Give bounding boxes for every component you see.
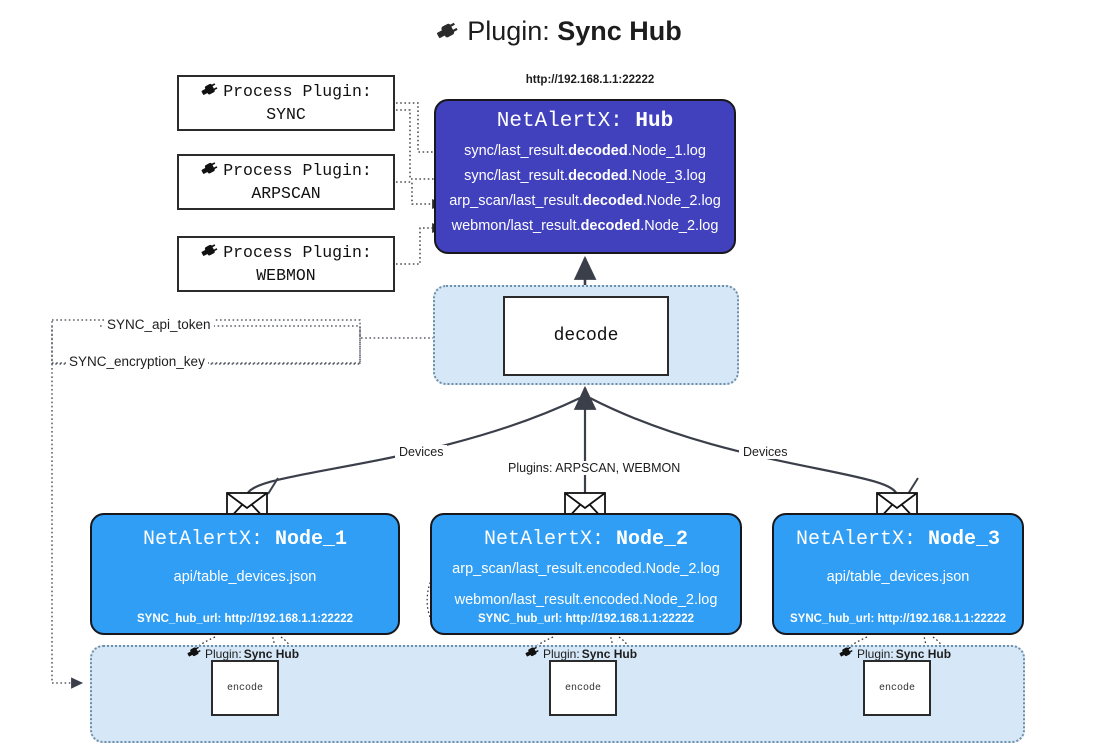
- plug-icon: [186, 645, 203, 662]
- plug-icon: [200, 160, 220, 184]
- node-3-line-1: api/table_devices.json: [826, 569, 970, 585]
- devices-label-left: Devices: [395, 445, 448, 459]
- node-2-line-1: arp_scan/last_result.encoded.Node_2.log: [452, 561, 720, 577]
- node-1-line-1: api/table_devices.json: [173, 569, 317, 585]
- encode-box-2[interactable]: encode: [549, 660, 617, 716]
- process-plugin-name: SYNC: [266, 104, 306, 124]
- process-plugin-label: Process Plugin:: [223, 161, 372, 181]
- encode-caption-1: Plugin: Sync Hub: [186, 645, 299, 662]
- node-3-title: NetAlertX: Node_3: [795, 528, 1001, 551]
- devices-label-right: Devices: [739, 445, 792, 459]
- plug-icon: [200, 81, 220, 105]
- node-2-footer: SYNC_hub_url: http://192.168.1.1:22222: [477, 613, 695, 625]
- node-2-line-2: webmon/last_result.encoded.Node_2.log: [454, 592, 718, 609]
- node-3-footer: SYNC_hub_url: http://192.168.1.1:22222: [789, 613, 1007, 625]
- hub-title-prefix: NetAlertX:: [496, 110, 623, 133]
- node-1-footer: SYNC_hub_url: http://192.168.1.1:22222: [136, 613, 354, 625]
- process-plugin-label: Process Plugin:: [223, 243, 372, 263]
- hub-title: NetAlertX: Hub: [436, 110, 734, 133]
- hub-log-1: sync/last_result.decoded.Node_1.log: [464, 143, 706, 159]
- node-2-title: NetAlertX: Node_2: [483, 528, 689, 551]
- hub-title-name: Hub: [635, 110, 674, 133]
- process-plugin-name: WEBMON: [256, 265, 316, 285]
- encode-box-3[interactable]: encode: [863, 660, 931, 716]
- hub-log-3: arp_scan/last_result.decoded.Node_2.log: [449, 192, 721, 209]
- title-name: Sync Hub: [557, 16, 682, 46]
- encode-caption-3: Plugin: Sync Hub: [838, 645, 951, 662]
- encode-caption-2: Plugin: Sync Hub: [524, 645, 637, 662]
- node-1-title: NetAlertX: Node_1: [142, 528, 348, 551]
- hub-log-2: sync/last_result.decoded.Node_3.log: [464, 167, 706, 184]
- hub-node[interactable]: NetAlertX: Hub sync/last_result.decoded.…: [434, 99, 736, 254]
- node-1[interactable]: NetAlertX: Node_1 api/table_devices.json…: [90, 513, 400, 635]
- plug-icon: [435, 18, 461, 49]
- process-plugin-sync[interactable]: Process Plugin: SYNC: [177, 75, 395, 131]
- plug-icon: [200, 242, 220, 266]
- hub-url-label: http://192.168.1.1:22222: [525, 74, 655, 86]
- node-3[interactable]: NetAlertX: Node_3 api/table_devices.json…: [772, 513, 1024, 635]
- page-title: Plugin: Sync Hub: [0, 16, 1117, 49]
- encode-box-1[interactable]: encode: [211, 660, 279, 716]
- plugins-label-center: Plugins: ARPSCAN, WEBMON: [504, 461, 685, 475]
- process-plugin-label: Process Plugin:: [223, 82, 372, 102]
- plug-icon: [524, 645, 541, 662]
- sync-api-token-label: SYNC_api_token: [104, 317, 214, 332]
- title-prefix: Plugin:: [467, 16, 550, 46]
- decode-box[interactable]: decode: [503, 296, 669, 376]
- plug-icon: [838, 645, 855, 662]
- process-plugin-arpscan[interactable]: Process Plugin: ARPSCAN: [177, 154, 395, 210]
- process-plugin-webmon[interactable]: Process Plugin: WEBMON: [177, 236, 395, 292]
- hub-log-4: webmon/last_result.decoded.Node_2.log: [451, 217, 719, 234]
- sync-encryption-key-label: SYNC_encryption_key: [66, 354, 208, 369]
- node-2[interactable]: NetAlertX: Node_2 arp_scan/last_result.e…: [430, 513, 742, 635]
- process-plugin-name: ARPSCAN: [251, 183, 321, 203]
